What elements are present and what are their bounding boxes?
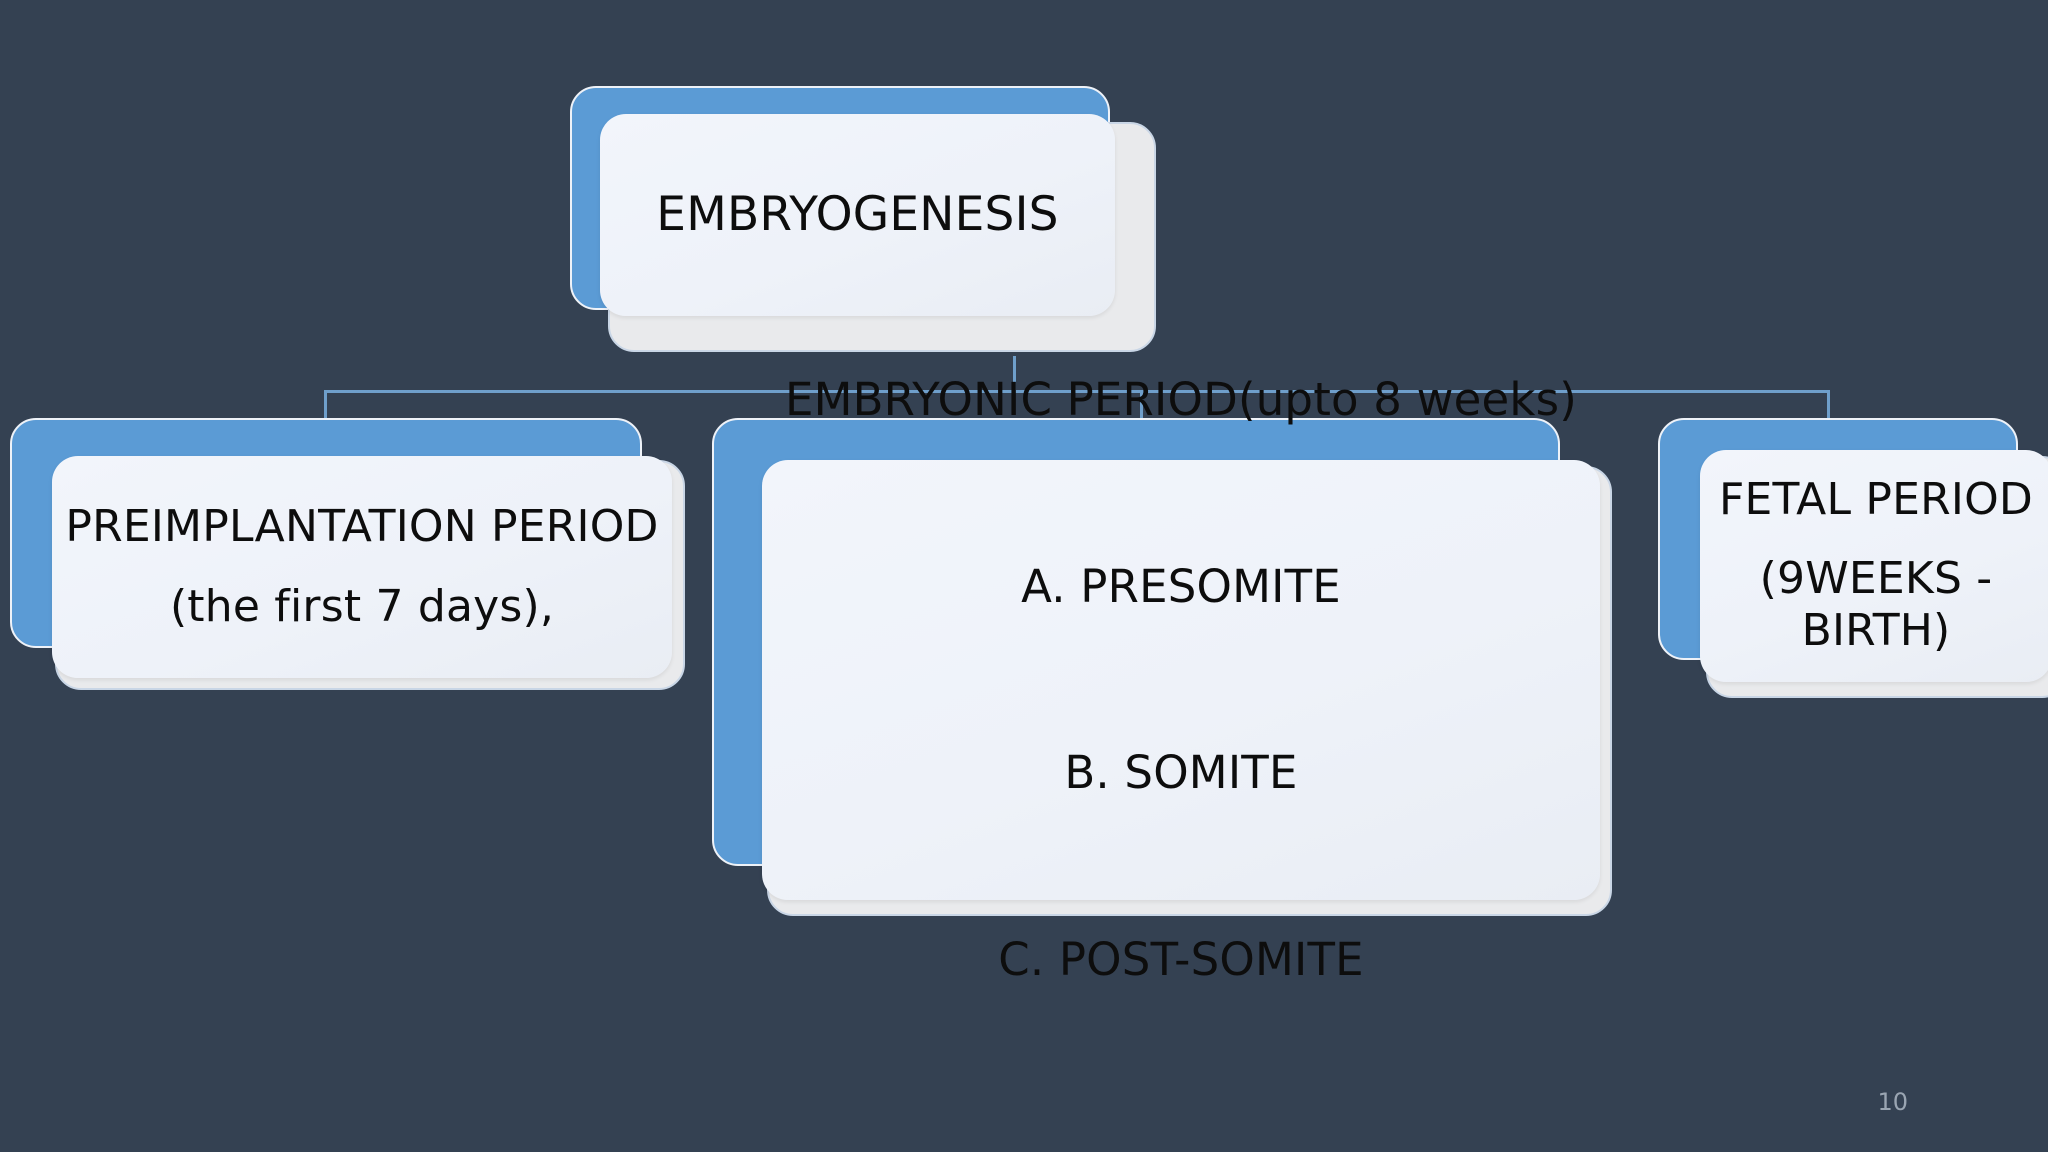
connector-drop-preimplantation	[324, 390, 327, 422]
connector-root-stem	[1013, 356, 1016, 392]
node-embryogenesis[interactable]: EMBRYOGENESIS	[570, 86, 1170, 356]
node-subtitle-preimplantation: (the first 7 days),	[169, 581, 555, 632]
node-fetal-period[interactable]: FETAL PERIOD (9WEEKS - BIRTH)	[1658, 418, 2048, 738]
node-label-embryogenesis: EMBRYOGENESIS	[656, 186, 1059, 242]
card-face: EMBRYOGENESIS	[600, 114, 1115, 316]
node-list-item-presomite: A. PRESOMITE	[1021, 559, 1341, 613]
connector-drop-embryonic	[1140, 390, 1143, 422]
node-list-item-post-somite: C. POST-SOMITE	[998, 932, 1364, 986]
node-label-preimplantation: PREIMPLANTATION PERIOD (the first 7 days…	[65, 447, 658, 688]
page-number: 10	[1877, 1088, 1908, 1116]
node-label-fetal: FETAL PERIOD (9WEEKS - BIRTH)	[1700, 421, 2048, 711]
card-face: PREIMPLANTATION PERIOD (the first 7 days…	[52, 456, 672, 678]
spacer	[785, 478, 1577, 508]
card-face: FETAL PERIOD (9WEEKS - BIRTH)	[1700, 450, 2048, 682]
node-subtitle-fetal: (9WEEKS - BIRTH)	[1759, 552, 1993, 657]
spacer	[785, 665, 1577, 695]
spacer	[785, 852, 1577, 882]
node-embryonic-period[interactable]: EMBRYONIC PERIOD(upto 8 weeks) A. PRESOM…	[712, 373, 1632, 985]
node-preimplantation[interactable]: PREIMPLANTATION PERIOD (the first 7 days…	[10, 418, 720, 718]
connector-drop-fetal	[1827, 390, 1830, 422]
node-title-fetal: FETAL PERIOD	[1719, 473, 2033, 525]
connector-horizontal-bus	[324, 390, 1830, 393]
node-title-embryonic: EMBRYONIC PERIOD(upto 8 weeks)	[784, 373, 1578, 427]
node-list-item-somite: B. SOMITE	[1064, 746, 1298, 800]
card-face: EMBRYONIC PERIOD(upto 8 weeks) A. PRESOM…	[762, 373, 1600, 985]
node-label-embryonic: EMBRYONIC PERIOD(upto 8 weeks) A. PRESOM…	[785, 322, 1577, 1038]
node-title-preimplantation: PREIMPLANTATION PERIOD	[65, 501, 659, 553]
